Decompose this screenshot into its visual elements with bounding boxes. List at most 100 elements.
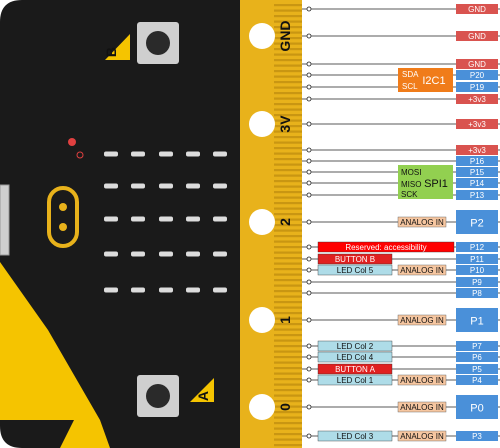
leader-dot xyxy=(306,169,312,175)
button-b-cap xyxy=(146,31,170,55)
pin-label: P16 xyxy=(470,157,485,166)
button-a-marker-icon xyxy=(190,378,214,402)
connector-finger xyxy=(274,301,302,304)
connector-finger xyxy=(274,416,302,419)
leader-dot xyxy=(306,158,312,164)
connector-finger xyxy=(274,224,302,227)
connector-finger xyxy=(274,361,302,364)
connector-finger xyxy=(274,383,302,386)
led xyxy=(131,216,145,222)
analog-in-label: ANALOG IN xyxy=(400,218,444,227)
pin-function-box xyxy=(317,340,393,352)
connector-finger xyxy=(274,229,302,232)
pin-label-box xyxy=(456,352,498,362)
led xyxy=(159,251,173,257)
connector-finger xyxy=(274,119,302,122)
pin-function-box xyxy=(317,363,393,375)
pad-1[interactable]: 1 xyxy=(249,307,293,333)
leader-dot xyxy=(306,96,312,102)
connector-finger xyxy=(274,191,302,194)
leader-dot xyxy=(306,433,312,439)
led-matrix xyxy=(104,151,227,293)
pad-3v[interactable]: 3V xyxy=(249,111,293,137)
side-connector xyxy=(0,184,10,256)
spi-name: SPI1 xyxy=(424,178,448,190)
analog-in-label: ANALOG IN xyxy=(400,432,444,441)
corner-graphic xyxy=(0,262,100,420)
logo-dot-bottom xyxy=(59,223,67,231)
pin-label-box xyxy=(456,70,498,80)
pin-label-box xyxy=(456,119,498,129)
connector-finger xyxy=(274,125,302,128)
pin-function-box xyxy=(317,264,393,276)
led xyxy=(213,251,227,257)
pad-gnd-label: GND xyxy=(277,20,293,51)
analog-in-box xyxy=(397,264,447,276)
led xyxy=(186,251,200,257)
pin-label: P7 xyxy=(472,342,482,351)
led xyxy=(104,251,118,257)
analog-in-box xyxy=(397,314,447,326)
pin-label: P10 xyxy=(470,266,485,275)
pin-label: GND xyxy=(468,60,486,69)
analog-in-box xyxy=(397,374,447,386)
connector-fingers xyxy=(274,4,302,447)
leader-dot xyxy=(306,72,312,78)
connector-finger xyxy=(274,20,302,23)
connector-finger xyxy=(274,411,302,414)
connector-finger xyxy=(274,147,302,150)
led xyxy=(104,151,118,157)
connector-finger xyxy=(274,130,302,133)
pad-0[interactable]: 0 xyxy=(249,394,293,420)
pin-function-box xyxy=(317,430,393,442)
pin-label-box xyxy=(456,308,498,332)
led xyxy=(159,183,173,189)
connector-finger xyxy=(274,97,302,100)
pin-label-box xyxy=(456,395,498,419)
connector-finger xyxy=(274,158,302,161)
leader-dot xyxy=(306,147,312,153)
pin-label: +3v3 xyxy=(468,95,486,104)
pad-1-label: 1 xyxy=(277,316,293,324)
led xyxy=(186,183,200,189)
pin-label-box xyxy=(456,178,498,188)
leader-dot xyxy=(306,33,312,39)
leader-dot xyxy=(306,354,312,360)
pin-function-label: LED Col 4 xyxy=(337,353,374,362)
connector-finger xyxy=(274,9,302,12)
connector-finger xyxy=(274,207,302,210)
pad-2[interactable]: 2 xyxy=(249,209,293,235)
pin-label-box xyxy=(456,82,498,92)
analog-in-labels: ANALOG IN ANALOG IN ANALOG IN ANALOG IN ANAL… xyxy=(397,216,447,442)
pin-label: P11 xyxy=(470,255,484,264)
pin-label: +3v3 xyxy=(468,120,486,129)
connector-finger xyxy=(274,15,302,18)
connector-finger xyxy=(274,70,302,73)
analog-in-label: ANALOG IN xyxy=(400,266,444,275)
analog-in-label: ANALOG IN xyxy=(400,376,444,385)
board-body xyxy=(0,0,302,448)
led xyxy=(159,216,173,222)
connector-finger xyxy=(274,433,302,436)
connector-finger xyxy=(274,350,302,353)
connector-finger xyxy=(274,136,302,139)
led xyxy=(104,287,118,293)
leader-dot xyxy=(306,84,312,90)
pin-label-box xyxy=(456,4,498,14)
leader-dot xyxy=(306,192,312,198)
pin-function-box xyxy=(317,253,393,265)
connector-finger xyxy=(274,367,302,370)
connector-finger xyxy=(274,400,302,403)
leader-dot xyxy=(306,180,312,186)
pin-label: P2 xyxy=(470,218,483,230)
pad-gnd[interactable]: GND xyxy=(249,20,293,52)
connector-finger xyxy=(274,218,302,221)
analog-in-label: ANALOG IN xyxy=(400,316,444,325)
connector-finger xyxy=(274,257,302,260)
pin-labels: GNDGNDGNDP20P19+3v3+3v3+3v3P16P15P14P13P… xyxy=(456,4,498,441)
connector-finger xyxy=(274,141,302,144)
connector-finger xyxy=(274,240,302,243)
connector-finger xyxy=(274,59,302,62)
led xyxy=(186,287,200,293)
